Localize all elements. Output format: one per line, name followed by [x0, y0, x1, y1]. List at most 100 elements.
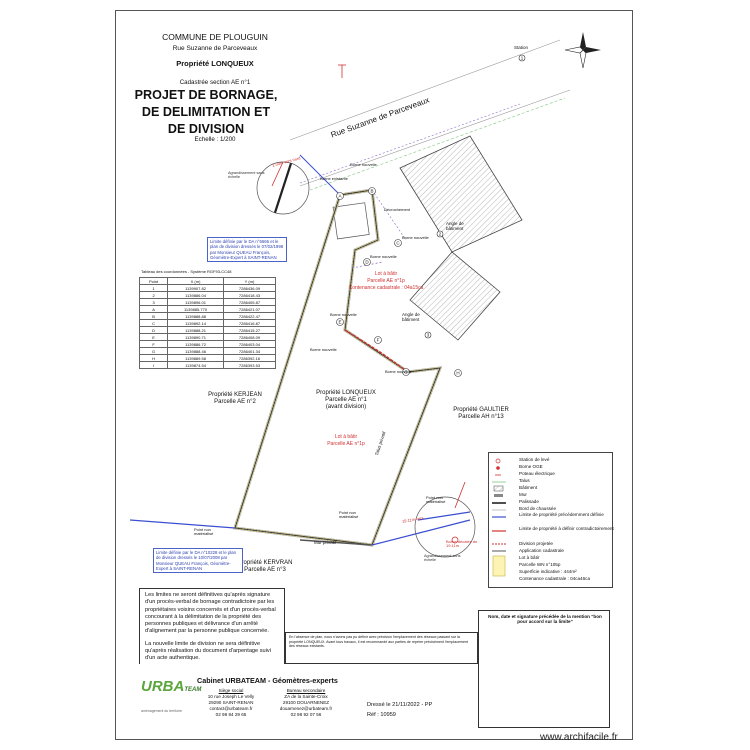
- borne-decalee-label: Borne décalée de 19.11m: [446, 539, 478, 548]
- kervran-owner: Propriété KERVRAN: [237, 560, 293, 566]
- coords-cell: 1: [138, 284, 169, 292]
- coords-cell: 1139874.54: [167, 361, 224, 369]
- letter-B: B: [370, 189, 373, 194]
- lot-title: Lot à bâtir: [374, 271, 398, 277]
- label-corner-bat-2: Angle de bâtiment: [402, 312, 420, 322]
- borne-decalee-mark: [451, 536, 459, 544]
- north-arrow-n: [580, 32, 586, 50]
- coords-cell: 3: [138, 298, 169, 306]
- legend-item: Station de levé: [493, 457, 613, 464]
- company-logo: URBATEAM: [141, 678, 201, 695]
- north-arrow-s: [579, 49, 587, 69]
- legend-item-label: Application cadastrale: [519, 548, 564, 553]
- division-line: [344, 329, 409, 373]
- coords-header: Point: [138, 277, 169, 285]
- bureau-address-2: 29100 DOUARNENEZ: [282, 699, 330, 705]
- point-3: [424, 331, 432, 339]
- property-title: Propriété LONQUEUX: [176, 59, 254, 68]
- dresse-date: Dressé le 21/11/2022 - PP: [367, 702, 433, 708]
- main-title-line2: DE DELIMITATION ET: [141, 105, 271, 119]
- lot-2-parcel: Parcelle AE n°1p: [327, 441, 365, 447]
- footer: URBATEAM aménagement du territoire Cabin…: [139, 664, 478, 728]
- disclaimer-text-1: Les limites ne seront définitives qu'apr…: [145, 592, 276, 635]
- coords-cell: 7286418.43: [222, 291, 277, 299]
- coords-cell: 1139889.58: [167, 354, 224, 362]
- borne-H: [454, 369, 462, 377]
- coords-cell: H: [138, 354, 169, 362]
- letter-H: H: [456, 371, 459, 376]
- road-edge-north: [289, 39, 561, 141]
- legend-item-label: Superficie indicative : 444m²: [519, 569, 577, 574]
- legend-sym-borne: [496, 466, 500, 470]
- coords-header: X (m): [167, 277, 224, 285]
- legend-item: Talus: [493, 478, 613, 485]
- legend-item-label: Bâtiment: [519, 485, 538, 490]
- coords-cell: G: [138, 347, 169, 355]
- network-note-box: En l'absence de plan, nous n'avons pas p…: [285, 632, 478, 664]
- detail-red: [454, 481, 466, 509]
- shed: [332, 202, 370, 240]
- label-corner-bat-1: Angle de bâtiment: [446, 221, 464, 231]
- network-note: En l'absence de plan, nous n'avons pas p…: [289, 635, 468, 649]
- main-parcel: Parcelle AE n°1: [325, 397, 367, 403]
- legend-item-label: Contenance cadastrale : 04ca46ca: [519, 576, 590, 581]
- legend-item: Borne OGE: [493, 464, 613, 471]
- legend-item-label: Borne OGE: [519, 464, 543, 469]
- coords-cell: A: [138, 305, 169, 313]
- signature-mention: Nom, date et signature précédée de la me…: [488, 614, 602, 624]
- enlargement-circle-2: [414, 496, 476, 558]
- coords-cell: 1139890.71: [167, 333, 224, 341]
- coords-cell: 7286393.53: [222, 361, 277, 369]
- letter-2: 2: [439, 232, 442, 237]
- coords-cell: 7286422.47: [222, 312, 277, 320]
- dimension-line-1: [299, 103, 521, 184]
- main-title-line3: DE DIVISION: [167, 122, 245, 136]
- siege-address-2: 29290 SAINT-RENAN: [208, 699, 254, 705]
- private-wall: [299, 539, 373, 546]
- road-area: [290, 40, 575, 178]
- legend-item: Limite de propriété précédemment définie: [493, 512, 613, 519]
- gaultier-owner: Propriété GAULTIER: [453, 407, 509, 413]
- north-arrow-e: [583, 47, 601, 53]
- coords-cell: 2: [138, 291, 169, 299]
- borne-F: [374, 336, 382, 344]
- label-borne-existante: Borne existante: [320, 176, 348, 181]
- legend-item: Bâtiment: [493, 485, 613, 492]
- coords-cell: 7286436.09: [222, 284, 277, 292]
- coords-cell: 1139886.72: [167, 340, 224, 348]
- coords-cell: E: [138, 333, 169, 341]
- cabinet-name: Cabinet URBATEAM - Géomètres-experts: [197, 676, 338, 685]
- legend-item: Mur: [493, 492, 613, 499]
- siege-email: contact@urbateam.fr: [209, 705, 253, 711]
- cadastre-ref: Cadastrée section AE n°1: [179, 79, 251, 86]
- label-borne-nouvelle-e: Borne nouvelle: [310, 347, 337, 352]
- legend-item: Lot à bâtir: [493, 555, 613, 562]
- coords-title: Tableau des coordonnées - Système RGF93-…: [141, 269, 232, 274]
- label-retrait: Décrochement: [384, 207, 411, 212]
- legend-item: Parcelle WN n°105p: [493, 562, 613, 569]
- legend-item: Palissade: [493, 499, 613, 506]
- reference: Réf : 10959: [367, 712, 396, 718]
- building-east: [409, 251, 501, 341]
- blue-limit-east: [371, 519, 471, 546]
- letter-3: 3: [427, 333, 430, 338]
- cote-line: [351, 261, 384, 269]
- borne-A: [336, 192, 344, 200]
- lot-contenance: Contenance cadastrale : 04a15ca: [348, 285, 424, 291]
- bornes: [336, 54, 526, 377]
- logo-tagline: aménagement du territoire: [141, 709, 183, 713]
- letter-D: D: [365, 260, 369, 265]
- palisade-detail: [273, 162, 293, 214]
- station-1: [518, 54, 526, 62]
- disclaimer-text-2: La nouvelle limite de division ne sera d…: [145, 640, 271, 662]
- label-borne-nouvelle-b: Borne nouvelle: [402, 235, 429, 240]
- legend-item-label: Poteau électrique: [519, 471, 555, 476]
- main-owner: Propriété LONQUEUX: [316, 390, 376, 396]
- legend-item: Poteau électrique: [493, 471, 613, 478]
